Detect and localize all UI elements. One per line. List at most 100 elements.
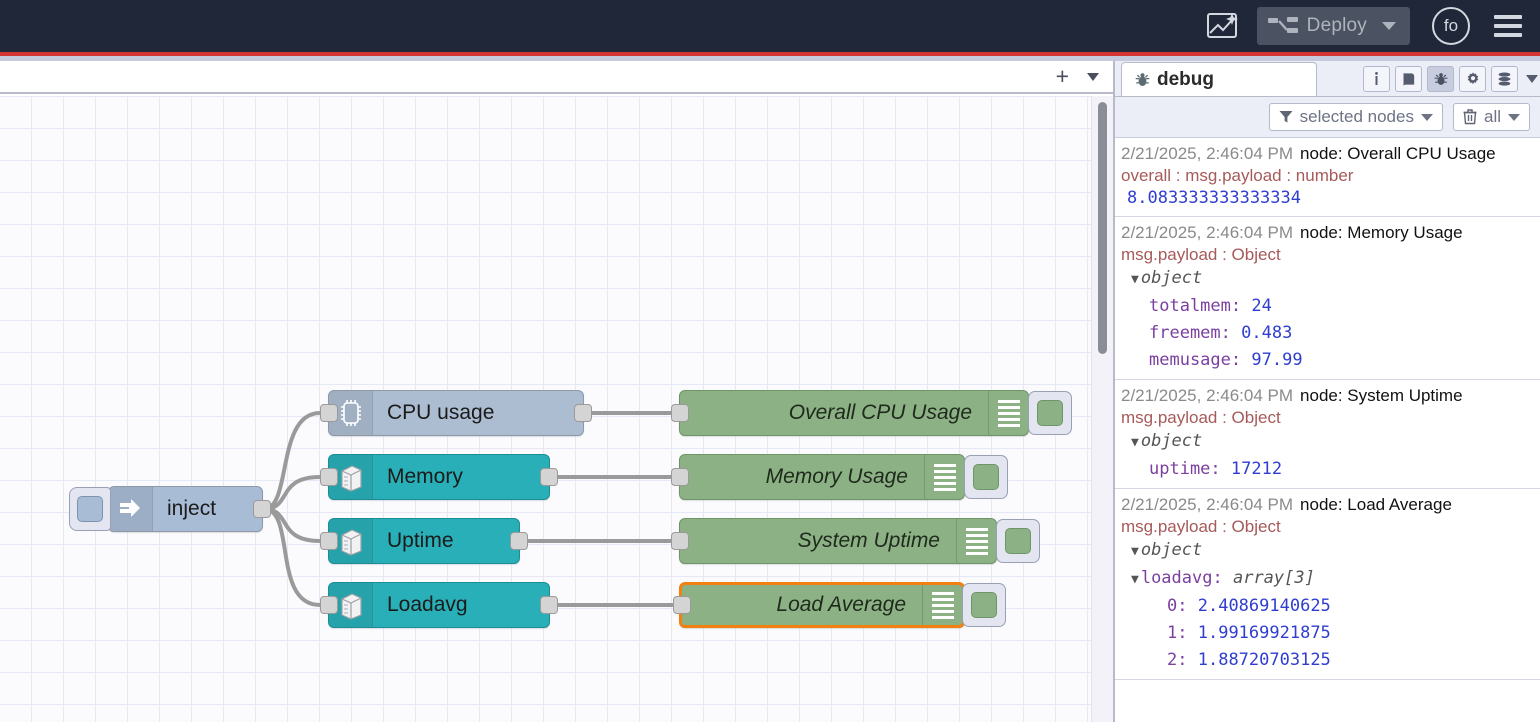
node-input-port[interactable] <box>320 468 338 486</box>
sidebar-panel: debug <box>1113 61 1540 722</box>
node-input-port[interactable] <box>320 596 338 614</box>
message-value: 8.083333333333334 <box>1121 186 1540 211</box>
debug-toggle-button[interactable] <box>962 583 1006 627</box>
node-input-port[interactable] <box>673 596 691 614</box>
flow-canvas[interactable]: inject CPU usage <box>0 96 1113 722</box>
deploy-button[interactable]: Deploy <box>1257 7 1410 45</box>
node-label: Memory Usage <box>680 465 924 489</box>
flow-node-debug-overall-cpu-usage[interactable]: Overall CPU Usage <box>679 390 1029 436</box>
flow-node-debug-memory-usage[interactable]: Memory Usage <box>679 454 965 500</box>
wire-inject-loadavg <box>264 509 320 605</box>
sidebar-more-chevron-down-icon[interactable] <box>1526 75 1538 83</box>
array-type-label: array[3] <box>1233 568 1315 588</box>
debug-message[interactable]: 2/21/2025, 2:46:04 PMnode: Memory Usage … <box>1115 217 1540 380</box>
bug-icon <box>1134 71 1151 88</box>
bug-icon[interactable] <box>1427 66 1454 92</box>
debug-message[interactable]: 2/21/2025, 2:46:04 PMnode: Overall CPU U… <box>1115 138 1540 217</box>
expand-caret-icon[interactable]: ▼ <box>1131 544 1139 559</box>
node-output-port[interactable] <box>510 532 528 550</box>
flow-node-loadavg[interactable]: Loadavg <box>328 582 550 628</box>
flow-node-cpu-usage[interactable]: CPU usage <box>328 390 584 436</box>
deploy-dropdown-caret[interactable] <box>1382 22 1396 30</box>
flow-node-uptime[interactable]: Uptime <box>328 518 520 564</box>
array-value: 2.40869140625 <box>1198 596 1331 616</box>
node-input-port[interactable] <box>671 404 689 422</box>
array-value: 1.99169921875 <box>1198 623 1331 643</box>
object-key: freemem <box>1149 323 1221 343</box>
node-label: Overall CPU Usage <box>680 401 988 425</box>
sidebar-tool-buttons <box>1363 66 1538 96</box>
node-input-port[interactable] <box>320 532 338 550</box>
user-avatar[interactable]: fo <box>1432 7 1470 45</box>
expand-caret-icon[interactable]: ▼ <box>1131 272 1139 287</box>
object-value: 97.99 <box>1251 350 1302 370</box>
deploy-label: Deploy <box>1307 15 1367 37</box>
node-output-port[interactable] <box>540 468 558 486</box>
object-key: memusage <box>1149 350 1231 370</box>
flow-node-debug-system-uptime[interactable]: System Uptime <box>679 518 997 564</box>
message-timestamp: 2/21/2025, 2:46:04 PM <box>1121 223 1293 242</box>
node-label: Memory <box>373 465 549 489</box>
object-type-label: object <box>1141 268 1202 288</box>
debug-toggle-button[interactable] <box>1028 391 1072 435</box>
clear-chevron-down-icon[interactable] <box>1508 114 1520 121</box>
node-label: Loadavg <box>373 593 549 617</box>
object-row: uptime: 17212 <box>1121 456 1540 483</box>
object-row[interactable]: ▼object <box>1121 537 1540 565</box>
flow-node-debug-load-average[interactable]: Load Average <box>679 582 965 628</box>
object-key: uptime <box>1149 459 1210 479</box>
debug-toggle-button[interactable] <box>996 519 1040 563</box>
message-source-node: node: Overall CPU Usage <box>1300 144 1496 163</box>
debug-message-list[interactable]: 2/21/2025, 2:46:04 PM node: Overall CPU U… <box>1115 137 1540 722</box>
node-output-port[interactable] <box>574 404 592 422</box>
gear-icon[interactable] <box>1459 66 1486 92</box>
debug-filter-label: selected nodes <box>1300 107 1414 127</box>
inject-arrow-icon <box>109 487 153 531</box>
main-menu-icon[interactable] <box>1494 15 1522 37</box>
message-source-node: node: Memory Usage <box>1300 223 1463 242</box>
debug-message[interactable]: 2/21/2025, 2:46:04 PMnode: Load Average … <box>1115 489 1540 680</box>
expand-caret-icon[interactable]: ▼ <box>1131 435 1139 450</box>
node-output-port[interactable] <box>253 500 271 518</box>
debug-clear-selector[interactable]: all <box>1453 103 1530 131</box>
database-icon[interactable] <box>1491 66 1518 92</box>
flow-node-memory[interactable]: Memory <box>328 454 550 500</box>
object-row: memusage: 97.99 <box>1121 347 1540 374</box>
object-key: loadavg <box>1141 568 1213 588</box>
message-source-node: node: Load Average <box>1300 495 1452 514</box>
object-row[interactable]: ▼loadavg: array[3] <box>1121 565 1540 593</box>
node-input-port[interactable] <box>671 532 689 550</box>
sidebar-tab-debug[interactable]: debug <box>1121 62 1317 96</box>
node-label: CPU usage <box>373 401 583 425</box>
trash-icon <box>1463 109 1477 125</box>
ai-assistant-icon[interactable] <box>1201 6 1245 46</box>
node-input-port[interactable] <box>320 404 338 422</box>
flow-node-inject[interactable]: inject <box>108 486 263 532</box>
filter-chevron-down-icon[interactable] <box>1421 114 1433 121</box>
object-row: 1: 1.99169921875 <box>1121 620 1540 647</box>
debug-message[interactable]: 2/21/2025, 2:46:04 PMnode: System Uptime… <box>1115 380 1540 489</box>
node-input-port[interactable] <box>671 468 689 486</box>
book-icon[interactable] <box>1395 66 1422 92</box>
object-row: 2: 1.88720703125 <box>1121 647 1540 674</box>
flow-list-chevron-down-icon[interactable] <box>1087 73 1099 81</box>
deploy-icon <box>1268 15 1298 37</box>
object-type-label: object <box>1141 540 1202 560</box>
debug-filter-selector[interactable]: selected nodes <box>1269 103 1443 131</box>
expand-caret-icon[interactable]: ▼ <box>1131 572 1139 587</box>
node-label: Load Average <box>682 593 922 617</box>
avatar-initials: fo <box>1444 16 1458 36</box>
flow-tab-bar: + <box>0 61 1113 94</box>
debug-toggle-button[interactable] <box>964 455 1008 499</box>
object-row: 0: 2.40869140625 <box>1121 593 1540 620</box>
inject-trigger-button[interactable] <box>69 487 111 531</box>
object-row[interactable]: ▼object <box>1121 265 1540 293</box>
canvas-vertical-scrollbar[interactable] <box>1098 102 1107 354</box>
array-index: 2 <box>1167 650 1177 670</box>
flow-workspace: + <box>0 61 1113 722</box>
object-row: freemem: 0.483 <box>1121 320 1540 347</box>
add-flow-button[interactable]: + <box>1056 65 1069 88</box>
object-row[interactable]: ▼object <box>1121 428 1540 456</box>
node-output-port[interactable] <box>540 596 558 614</box>
info-icon[interactable] <box>1363 66 1390 92</box>
